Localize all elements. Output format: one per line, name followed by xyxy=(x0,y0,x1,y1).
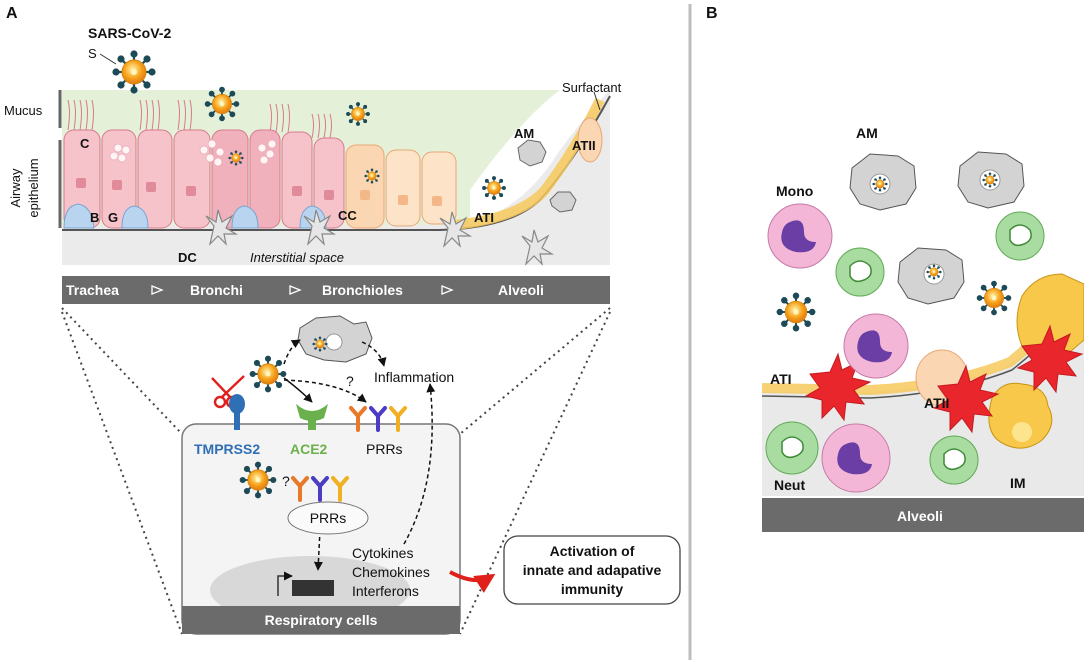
atii-cell-a xyxy=(577,117,603,163)
surfactant-label: Surfactant xyxy=(562,80,622,95)
gene-block xyxy=(292,580,334,596)
ati-label-b: ATI xyxy=(770,371,792,387)
respiratory-cells-label: Respiratory cells xyxy=(265,612,378,628)
cell-g-label: G xyxy=(108,210,118,225)
monocyte-cells xyxy=(767,203,909,493)
region-label: Bronchi xyxy=(190,282,243,298)
ace2-label: ACE2 xyxy=(290,441,328,457)
am-label-b: AM xyxy=(856,125,878,141)
airway-epithelium-cells xyxy=(63,129,457,229)
scissors-icon xyxy=(211,375,245,409)
region-arrows xyxy=(151,285,454,295)
activation-line-1: Activation of xyxy=(550,543,635,559)
inflammation-label: Inflammation xyxy=(374,369,454,385)
promoter-arrow xyxy=(277,571,293,596)
question-mark-inner: ? xyxy=(282,473,290,489)
endosome-ellipse xyxy=(287,501,369,535)
region-bar xyxy=(62,276,610,304)
sars-cov-2-virus xyxy=(111,49,157,95)
macrophage-vacuole xyxy=(325,333,343,351)
prrs-label-inner: PRRs xyxy=(310,510,347,526)
region-labels: Trachea Bronchi Bronchioles Alveoli xyxy=(66,282,544,298)
region-label: Trachea xyxy=(66,282,119,298)
cell-b-label: B xyxy=(90,210,99,225)
panel-b-letter: B xyxy=(706,5,718,22)
im-nucleus xyxy=(1012,422,1032,442)
region-label: Alveoli xyxy=(498,282,544,298)
epithelium-label-2: epithelium xyxy=(26,158,41,217)
tmprss2-receptor-icon xyxy=(229,394,245,430)
im-label: IM xyxy=(1010,475,1026,491)
damage-burst-icons xyxy=(804,324,1084,434)
neut-label: Neut xyxy=(774,477,805,493)
panel-a-letter: A xyxy=(6,5,18,22)
atii-label-b: ATII xyxy=(924,395,949,411)
cell-dc-label: DC xyxy=(178,250,197,265)
activation-box xyxy=(503,535,681,605)
interferons-label: Interferons xyxy=(352,583,419,599)
zoom-lines xyxy=(61,307,611,635)
spike-label: S xyxy=(88,46,97,61)
virus-particle xyxy=(312,336,328,352)
alveoli-bar xyxy=(762,498,1084,532)
cell-ati-label: ATI xyxy=(474,210,494,225)
respiratory-cells-bar xyxy=(182,606,460,634)
question-mark-top: ? xyxy=(346,373,354,389)
dc-cells xyxy=(205,209,555,266)
am-cell-a xyxy=(517,139,547,167)
cilia xyxy=(67,99,332,139)
virus-particle xyxy=(203,85,241,123)
prr-receptors-top xyxy=(349,406,407,432)
virus-label: SARS-CoV-2 xyxy=(88,25,171,41)
cell-c-label: C xyxy=(80,136,90,151)
tmprss2-label: TMPRSS2 xyxy=(194,441,260,457)
virus-particle xyxy=(364,168,380,184)
virus-particle xyxy=(345,101,371,127)
virus-particle xyxy=(228,150,244,166)
interstitial-label: Interstitial space xyxy=(250,250,344,265)
cytokines-label: Cytokines xyxy=(352,545,413,561)
virus-particle xyxy=(975,279,1013,317)
virus-particle xyxy=(872,176,888,192)
epithelium-label-1: Airway xyxy=(8,168,23,208)
mono-label: Mono xyxy=(776,183,813,199)
virus-particle xyxy=(926,264,942,280)
virus-particle xyxy=(248,354,288,394)
region-label: Bronchioles xyxy=(322,282,403,298)
cell-cc-label: CC xyxy=(338,208,357,223)
chemokines-label: Chemokines xyxy=(352,564,430,580)
activation-line-2: innate and adapative xyxy=(523,562,662,578)
virus-particle xyxy=(982,172,998,188)
activation-line-3: immunity xyxy=(561,581,623,597)
cell-am-label: AM xyxy=(514,126,534,141)
mucus-label: Mucus xyxy=(4,103,43,118)
cell-atii-label: ATII xyxy=(572,138,596,153)
surfactant-leader xyxy=(593,91,601,111)
virus-arrows xyxy=(283,339,436,571)
spike-leader-line xyxy=(99,53,117,65)
virus-particle xyxy=(238,460,278,500)
activation-arrow xyxy=(449,570,496,593)
neutrophil-cells xyxy=(765,211,1045,485)
am-cell-a2 xyxy=(549,191,577,213)
alveoli-label-b: Alveoli xyxy=(897,508,943,524)
prrs-label-top: PRRs xyxy=(366,441,403,457)
im-cell xyxy=(988,382,1053,449)
virus-particle xyxy=(481,175,507,201)
virus-particle xyxy=(775,291,817,333)
ace2-receptor-icon xyxy=(296,404,328,430)
